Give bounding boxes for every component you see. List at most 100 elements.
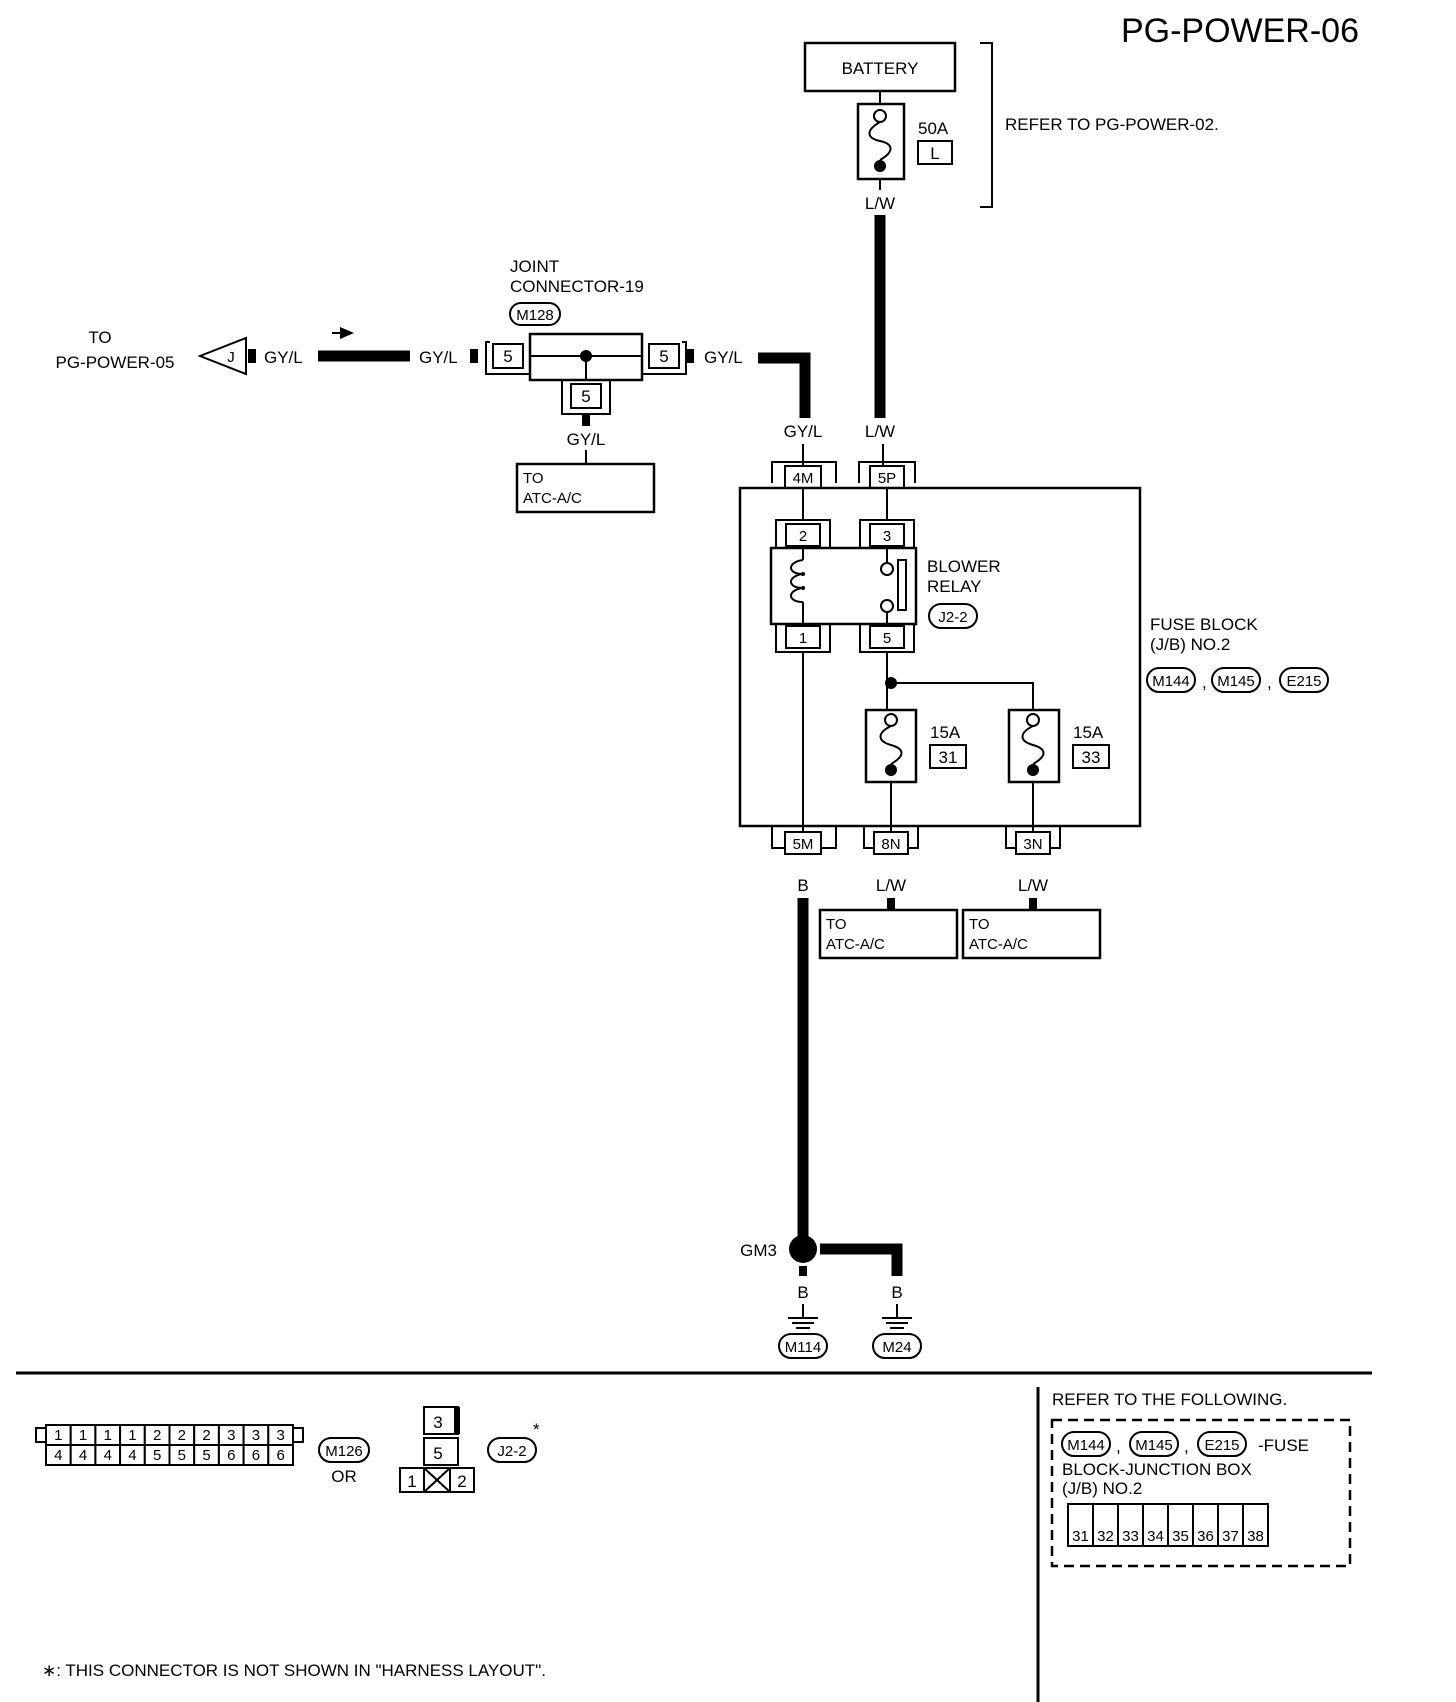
battery-fuse-id: L xyxy=(930,144,939,163)
wire-label-gyl-left: GY/L xyxy=(264,348,303,367)
wire-b-branch xyxy=(820,1243,903,1276)
refer-fuse-cell: 36 xyxy=(1197,1528,1214,1545)
m126-or: OR xyxy=(331,1467,357,1486)
refer-fuse-cell: 33 xyxy=(1122,1528,1139,1545)
joint-pin-bottom: 5 xyxy=(581,387,590,406)
to-pg-power05-line2: PG-POWER-05 xyxy=(55,353,174,372)
joint-connector-id-badge xyxy=(509,302,561,326)
m126-pin-top: 1 xyxy=(54,1427,62,1444)
direction-arrow-icon xyxy=(340,327,354,339)
ground-m114: M114 xyxy=(785,1339,821,1356)
fuse-block-connector-m144 xyxy=(1146,667,1196,693)
footnote: ∗: THIS CONNECTOR IS NOT SHOWN IN "HARNE… xyxy=(42,1661,546,1680)
joint-connector-line1: JOINT xyxy=(510,257,559,276)
to-pg-power05-connector: J xyxy=(227,349,235,366)
m126-pin-bottom: 5 xyxy=(202,1447,210,1464)
fuse-symbol-icon xyxy=(868,121,892,161)
to-atc-ac-box-2 xyxy=(818,908,959,960)
j22-connector-face: 3 5 1 2 xyxy=(399,1406,475,1493)
m126-pin-bottom: 6 xyxy=(276,1447,284,1464)
ground-m24: M24 xyxy=(882,1339,911,1356)
j22-pin-1: 1 xyxy=(407,1472,416,1491)
connector-arrow-icon xyxy=(197,336,247,376)
refer-fuse-cell: 31 xyxy=(1072,1528,1089,1545)
fuse-block-connector-m145 xyxy=(1211,667,1261,693)
fuse-symbol-icon xyxy=(879,725,903,765)
wire-gyl-right xyxy=(758,352,811,418)
refer-fuse-cell: 34 xyxy=(1147,1528,1164,1545)
refer-bracket xyxy=(980,42,993,208)
m126-pin-top: 1 xyxy=(79,1427,87,1444)
refer-desc2: BLOCK-JUNCTION BOX xyxy=(1062,1460,1252,1479)
fuse-33-id: 33 xyxy=(1082,748,1101,767)
battery-box xyxy=(803,41,957,93)
page-title: PG-POWER-06 xyxy=(1121,12,1359,50)
j22-id: J2-2 xyxy=(497,1443,526,1460)
fuse-block-pin-8n: 8N xyxy=(881,836,900,853)
relay-pin-2: 2 xyxy=(799,528,807,545)
joint-connector-id: M128 xyxy=(516,307,554,324)
m126-pin-top: 2 xyxy=(153,1427,161,1444)
m126-pin-top: 2 xyxy=(178,1427,186,1444)
m126-pin-bottom: 4 xyxy=(128,1447,136,1464)
wire-label-gyl-joint-right: GY/L xyxy=(704,348,743,367)
fuse-31-id: 31 xyxy=(939,748,958,767)
wire-label-gyl-4m: GY/L xyxy=(784,422,823,441)
wire-label-lw-8n: L/W xyxy=(876,876,906,895)
m126-pin-top: 3 xyxy=(276,1427,284,1444)
refer-dashed-box xyxy=(1050,1418,1352,1568)
relay-pin-5: 5 xyxy=(883,630,891,647)
fuse-31-amp: 15A xyxy=(930,723,961,742)
relay-pin-3: 3 xyxy=(883,528,891,545)
m126-pin-top: 1 xyxy=(104,1427,112,1444)
to-atc-ac-1-line2: ATC-A/C xyxy=(523,490,582,507)
to-atc-ac-3-line2: ATC-A/C xyxy=(969,936,1028,953)
to-atc-ac-1-line1: TO xyxy=(523,470,544,487)
fuse-block-pin-5p: 5P xyxy=(878,470,896,487)
fuse-block-sep-2: , xyxy=(1267,673,1272,692)
refer-connector-m144-label: M144 xyxy=(1067,1437,1105,1454)
to-pg-power05-line1: TO xyxy=(88,328,111,347)
refer-connector-e215 xyxy=(1197,1431,1247,1457)
joint-pin-left: 5 xyxy=(503,347,512,366)
j22-id-badge xyxy=(487,1437,537,1463)
refer-desc1: -FUSE xyxy=(1258,1436,1309,1455)
m126-pin-top: 2 xyxy=(202,1427,210,1444)
m126-pin-top: 1 xyxy=(128,1427,136,1444)
refer-sep-1: , xyxy=(1116,1437,1121,1456)
m126-id: M126 xyxy=(325,1443,363,1460)
fuse-block-pin-5m: 5M xyxy=(793,836,814,853)
m126-pin-bottom: 6 xyxy=(252,1447,260,1464)
j22-pin-2: 2 xyxy=(457,1472,466,1491)
wire-label-b-m24: B xyxy=(891,1283,902,1302)
refer-fuse-cell: 32 xyxy=(1097,1528,1114,1545)
to-atc-ac-box-1 xyxy=(515,462,656,514)
battery-label: BATTERY xyxy=(842,59,919,78)
wire-label-gyl-down: GY/L xyxy=(567,430,606,449)
m126-pin-top: 3 xyxy=(227,1427,235,1444)
relay-coil-icon xyxy=(790,559,804,603)
refer-connector-e215-label: E215 xyxy=(1204,1437,1239,1454)
j22-pin-5: 5 xyxy=(433,1444,442,1463)
j22-pin-3: 3 xyxy=(433,1413,442,1432)
ground-splice xyxy=(789,1235,817,1263)
fuse-block-connector-e215 xyxy=(1279,667,1329,693)
m126-pin-bottom: 5 xyxy=(153,1447,161,1464)
blower-relay-id: J2-2 xyxy=(938,609,967,626)
ground-icon xyxy=(882,1304,912,1329)
ground-icon xyxy=(788,1304,818,1329)
to-atc-ac-2-line2: ATC-A/C xyxy=(826,936,885,953)
fuse-block-sep-1: , xyxy=(1202,673,1207,692)
to-atc-ac-3-line1: TO xyxy=(969,916,990,933)
fuse-block-pin-4m: 4M xyxy=(793,470,814,487)
m126-pin-top: 3 xyxy=(252,1427,260,1444)
to-atc-ac-2-line1: TO xyxy=(826,916,847,933)
fuse-block-connector-m144-label: M144 xyxy=(1152,673,1190,690)
fuse-block-connector-e215-label: E215 xyxy=(1286,673,1321,690)
refer-header: REFER TO THE FOLLOWING. xyxy=(1052,1390,1287,1409)
wire-label-gyl-joint-left: GY/L xyxy=(419,348,458,367)
ground-splice-label: GM3 xyxy=(740,1241,777,1260)
